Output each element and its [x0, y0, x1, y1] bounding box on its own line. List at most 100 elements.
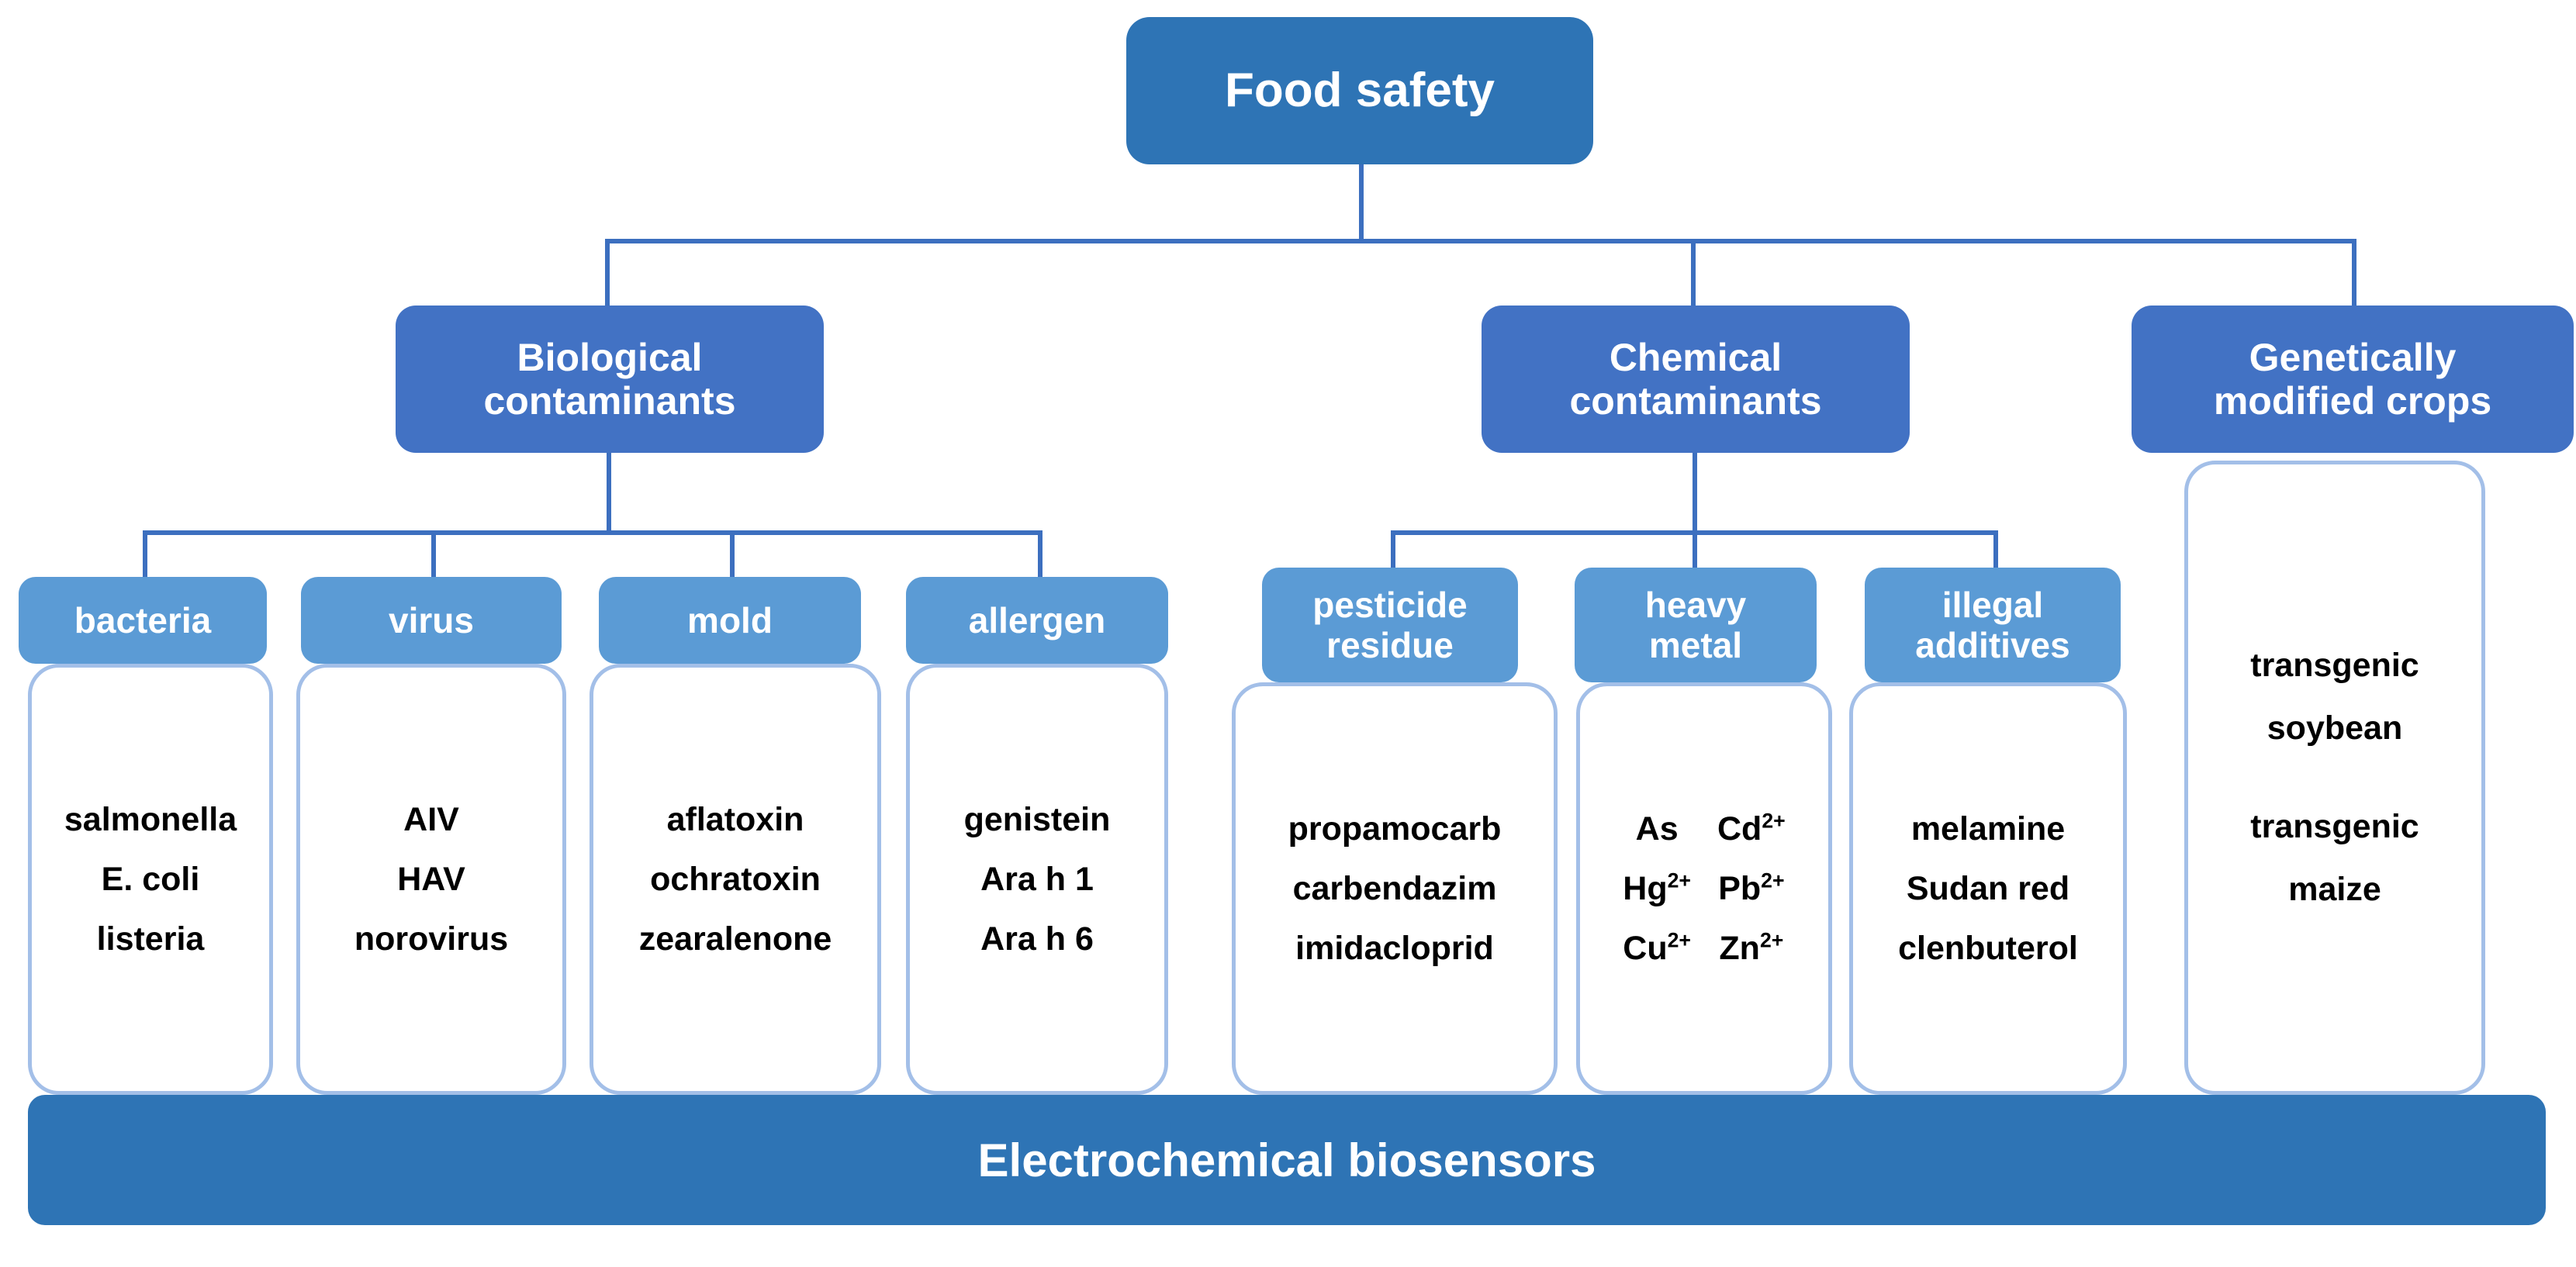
category-tab-pesticide-residue-label: pesticide residue [1312, 585, 1467, 666]
list-item: Hg2+ [1623, 869, 1691, 907]
list-item: transgenic [2250, 808, 2419, 845]
connector-biological-stem [607, 448, 611, 533]
category-tab-mold[interactable]: mold [599, 577, 861, 664]
branch-node-chemical-contaminants[interactable]: Chemical contaminants [1482, 306, 1910, 453]
ion-base: Cu [1623, 929, 1668, 967]
category-tab-illegal-additives[interactable]: illegal additives [1865, 568, 2121, 682]
list-item: carbendazim [1292, 869, 1497, 907]
list-item: melamine [1910, 810, 2066, 848]
connector-to-allergen [1038, 530, 1043, 577]
list-item: aflatoxin [666, 800, 804, 838]
ion-charge: 2+ [1667, 868, 1691, 892]
list-item: listeria [96, 920, 205, 958]
ion-charge: 2+ [1667, 928, 1691, 952]
branch-label-gm-crops-line2: modified crops [2213, 379, 2492, 423]
branch-label-chemical-line2: contaminants [1569, 379, 1822, 423]
tab-line2: additives [1915, 625, 2070, 665]
list-item: ochratoxin [650, 860, 821, 898]
category-tab-bacteria[interactable]: bacteria [19, 577, 267, 664]
tab-line2: residue [1326, 625, 1454, 665]
list-item: Zn2+ [1719, 929, 1783, 967]
list-item: norovirus [354, 920, 509, 958]
connector-to-pesticide-residue [1391, 530, 1395, 577]
branch-label-biological: Biological contaminants [483, 336, 735, 423]
panel-mold: aflatoxin ochratoxin zearalenone [590, 664, 881, 1095]
panel-pesticide-residue-items: propamocarb carbendazim imidacloprid [1236, 799, 1554, 979]
connector-to-illegal-additives [1993, 530, 1998, 577]
branch-label-gm-crops: Genetically modified crops [2214, 336, 2491, 423]
ion-base: Hg [1623, 869, 1668, 907]
list-item: Ara h 1 [980, 860, 1094, 898]
connector-level2-bus [605, 239, 2356, 243]
list-item: maize [2288, 871, 2381, 908]
list-item: E. coli [101, 860, 200, 898]
category-tab-pesticide-residue[interactable]: pesticide residue [1262, 568, 1518, 682]
list-item: Cd2+ [1717, 810, 1786, 848]
tab-line1: heavy [1644, 584, 1747, 625]
category-tab-heavy-metal-label: heavy metal [1645, 585, 1746, 666]
list-item: transgenic [2250, 647, 2419, 684]
ion-base: Zn [1719, 929, 1760, 967]
panel-illegal-additives: melamine Sudan red clenbuterol [1849, 682, 2127, 1095]
list-item: genistein [963, 800, 1111, 838]
panel-bacteria: salmonella E. coli listeria [28, 664, 273, 1095]
list-item: soybean [2267, 709, 2403, 747]
panel-gm-crops-items: transgenic soybean transgenic maize [2188, 634, 2481, 921]
bottom-banner-electrochemical-biosensors[interactable]: Electrochemical biosensors [28, 1095, 2546, 1225]
panel-bacteria-items: salmonella E. coli listeria [32, 790, 269, 969]
list-item: zearalenone [638, 920, 832, 958]
connector-to-bacteria [143, 530, 147, 577]
list-item: salmonella [64, 800, 237, 838]
ion-base: Pb [1718, 869, 1762, 907]
list-item: Sudan red [1906, 869, 2070, 907]
list-item: As [1635, 810, 1679, 848]
tab-line1: illegal [1942, 584, 2044, 625]
category-tab-virus[interactable]: virus [301, 577, 562, 664]
panel-illegal-additives-items: melamine Sudan red clenbuterol [1853, 799, 2123, 979]
connector-root-stem [1359, 160, 1364, 242]
ion-charge: 2+ [1762, 809, 1786, 833]
panel-mold-items: aflatoxin ochratoxin zearalenone [593, 790, 877, 969]
branch-label-chemical: Chemical contaminants [1569, 336, 1821, 423]
ion-charge: 2+ [1759, 928, 1784, 952]
ion-base: As [1635, 810, 1679, 848]
connector-to-heavy-metal [1693, 530, 1697, 577]
tab-line1: pesticide [1312, 584, 1468, 625]
ion-charge: 2+ [1761, 868, 1785, 892]
list-item: imidacloprid [1295, 929, 1494, 967]
tab-line2: metal [1648, 625, 1743, 665]
connector-to-chemical [1691, 239, 1696, 306]
panel-virus-items: AIV HAV norovirus [300, 790, 562, 969]
panel-virus: AIV HAV norovirus [296, 664, 566, 1095]
connector-to-biological [605, 239, 610, 306]
connector-biological-bus [143, 530, 1043, 535]
list-item: HAV [397, 860, 465, 898]
panel-gm-crops: transgenic soybean transgenic maize [2184, 461, 2485, 1095]
category-tab-illegal-additives-label: illegal additives [1915, 585, 2069, 666]
connector-to-gm-crops [2352, 239, 2356, 306]
list-item: AIV [403, 800, 459, 838]
branch-node-gm-crops[interactable]: Genetically modified crops [2132, 306, 2574, 453]
panel-heavy-metal: As Cd2+ Hg2+ Pb2+ Cu2+ Zn2+ [1576, 682, 1832, 1095]
list-item: propamocarb [1288, 810, 1502, 848]
branch-label-gm-crops-line1: Genetically [2249, 336, 2457, 379]
branch-label-biological-line1: Biological [517, 336, 703, 379]
list-item: Cu2+ [1623, 929, 1691, 967]
branch-node-biological-contaminants[interactable]: Biological contaminants [396, 306, 824, 453]
list-item: Ara h 6 [980, 920, 1094, 958]
ion-base: Cd [1717, 810, 1762, 848]
category-tab-allergen[interactable]: allergen [906, 577, 1168, 664]
list-item: Pb2+ [1718, 869, 1784, 907]
list-item: clenbuterol [1898, 929, 2078, 967]
connector-to-virus [431, 530, 436, 577]
root-node-food-safety[interactable]: Food safety [1126, 17, 1593, 164]
branch-label-biological-line2: contaminants [483, 379, 736, 423]
panel-allergen: genistein Ara h 1 Ara h 6 [906, 664, 1168, 1095]
panel-heavy-metal-grid: As Cd2+ Hg2+ Pb2+ Cu2+ Zn2+ [1623, 810, 1786, 967]
branch-label-chemical-line1: Chemical [1609, 336, 1782, 379]
category-tab-heavy-metal[interactable]: heavy metal [1575, 568, 1817, 682]
connector-to-mold [730, 530, 735, 577]
panel-allergen-items: genistein Ara h 1 Ara h 6 [910, 790, 1164, 969]
panel-pesticide-residue: propamocarb carbendazim imidacloprid [1232, 682, 1558, 1095]
